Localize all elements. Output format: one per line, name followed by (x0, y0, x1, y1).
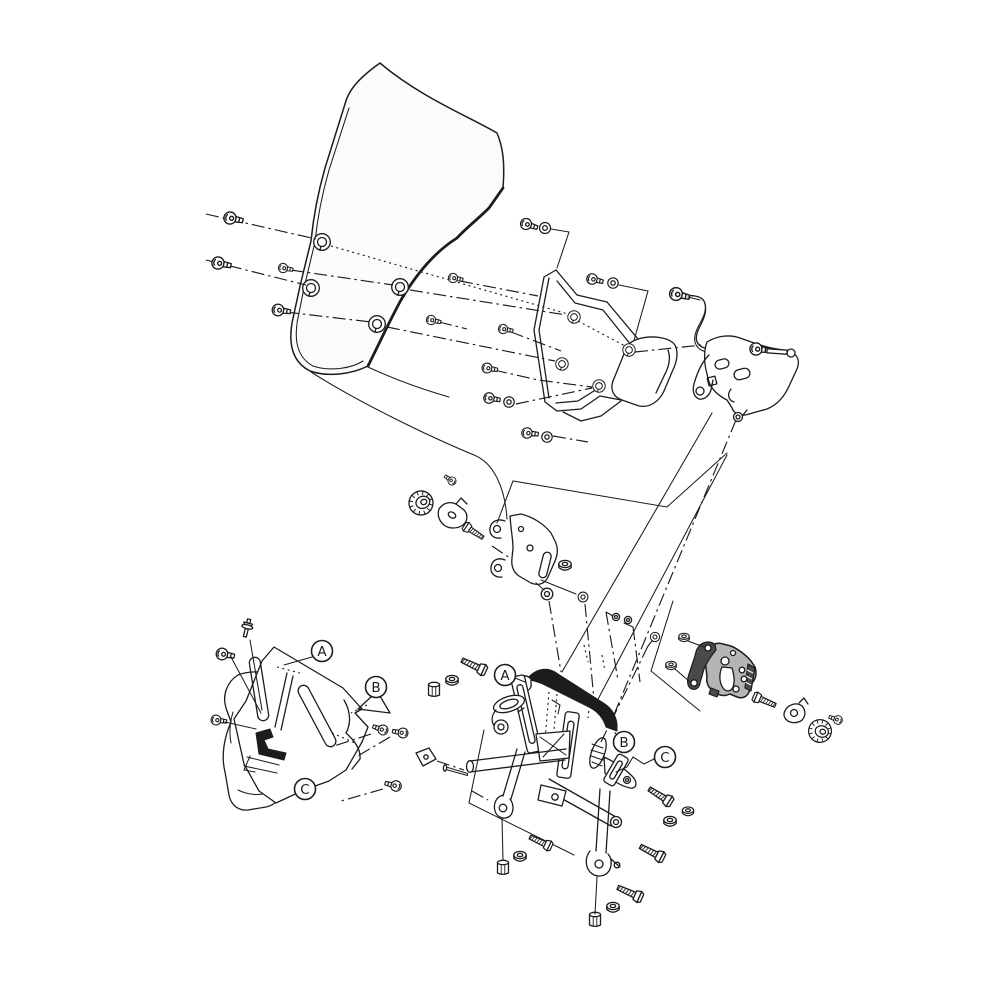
mounting-screw (270, 302, 292, 319)
left-meter-panel: A B C (209, 617, 410, 811)
center-stay-assembly: A B C (415, 611, 695, 928)
frame-hole (622, 343, 636, 357)
mounting-screw (497, 323, 515, 336)
small-screw-end (623, 615, 633, 625)
callout-center-a: A (493, 663, 517, 687)
callout-center-c: C (653, 745, 677, 769)
panel-screw (383, 777, 403, 793)
flange-bolt (614, 881, 646, 905)
callout-label: A (317, 644, 327, 660)
flange-nut (678, 632, 690, 643)
reference-alignment-lines (468, 412, 737, 856)
windshield-stay-right (634, 285, 800, 423)
panel-screw (391, 725, 410, 740)
well-nut-collar (427, 681, 441, 698)
mounting-screw (480, 361, 499, 376)
panel-screw (209, 713, 228, 727)
windscreen-mounting-screws (205, 210, 649, 443)
mounting-screw (277, 262, 295, 275)
mounting-screw (222, 210, 245, 228)
adjuster-bolt (750, 690, 779, 711)
mounting-screw (424, 313, 443, 328)
washer (538, 221, 552, 235)
push-rivet (238, 617, 256, 639)
stay-cover-panel (611, 336, 678, 408)
windscreen-lower-edge (310, 371, 508, 520)
flange-nut (445, 674, 459, 686)
callout-label: B (619, 735, 628, 751)
mounting-screw (447, 272, 465, 285)
frame-hole (555, 357, 569, 371)
windscreen-grommet (302, 279, 320, 297)
panel-screw (370, 721, 390, 737)
windscreen-grommet (391, 278, 409, 296)
flange-nut (665, 660, 677, 671)
meter-panel (233, 646, 369, 804)
adjusting-knob (805, 716, 835, 746)
callout-center-b: B (612, 730, 636, 754)
mounting-screw (585, 272, 605, 288)
flange-nut (681, 806, 695, 817)
flange-bolt (527, 831, 555, 853)
panel-vent-mark (255, 728, 287, 761)
knob-clamp (437, 502, 468, 529)
flange-bolt (458, 654, 490, 678)
adjusting-knob (404, 486, 438, 520)
callout-label: C (300, 782, 309, 798)
callout-left-b: B (364, 675, 388, 699)
callout-label: C (660, 750, 669, 766)
adjusting-knob-assembly-left (404, 472, 511, 559)
clamp-screw (827, 712, 845, 727)
mounting-screw (482, 391, 502, 406)
windscreen-grommet (313, 233, 331, 251)
flange-nut (663, 815, 677, 827)
stay-bracket-plate (489, 513, 606, 701)
windscreen-setting-frame (533, 269, 678, 422)
windscreen-trailing-edge (366, 186, 505, 368)
flange-nut (513, 850, 527, 862)
callout-left-a: A (310, 639, 334, 663)
flange-nut (606, 901, 620, 913)
hinge-pin (442, 764, 469, 777)
stay-top-flange (526, 668, 618, 732)
callout-label: A (500, 668, 510, 684)
frame-hole (592, 379, 606, 393)
adjuster-bolt (460, 520, 487, 543)
flange-bolt (636, 840, 668, 865)
washer (649, 631, 661, 643)
bracket-arm (687, 641, 717, 690)
washer (540, 587, 554, 601)
washer (503, 396, 515, 408)
flange-nut (558, 559, 572, 571)
mounting-screw (520, 426, 540, 440)
washer (577, 591, 589, 603)
hidden-line (330, 245, 569, 315)
windscreen-grommet (368, 315, 386, 333)
well-nut-collar (496, 859, 510, 876)
callout-left-c: C (293, 777, 317, 801)
shaded-adjuster-bracket (650, 600, 845, 746)
washer (607, 277, 619, 289)
clamp-screw (442, 472, 459, 488)
mounting-screw (518, 216, 540, 234)
windscreen (290, 62, 569, 520)
flange-bolt (645, 783, 676, 809)
callout-label: B (371, 680, 380, 696)
washer (541, 431, 553, 443)
small-screw-end (611, 612, 621, 622)
mounting-screw (210, 255, 233, 273)
knob-clamp (783, 703, 806, 724)
cap-screw (667, 285, 692, 305)
